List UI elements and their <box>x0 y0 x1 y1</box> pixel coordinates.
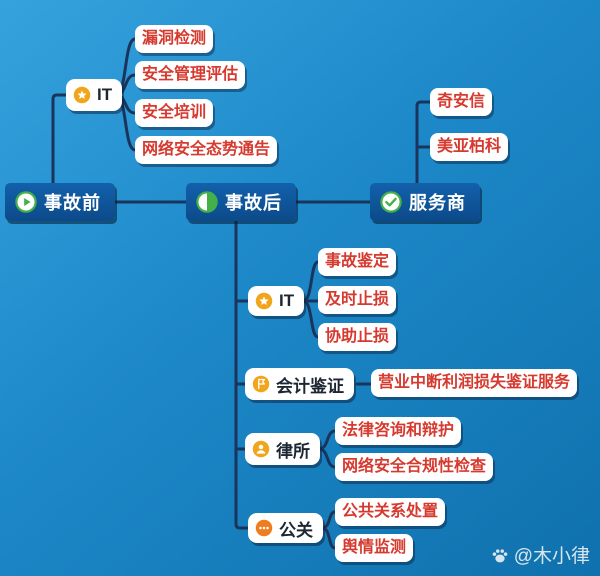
person-icon <box>252 440 270 458</box>
node-accounting-attestation: 会计鉴证 <box>245 368 354 400</box>
leaf-network-security-situation-report: 网络安全态势通告 <box>135 136 278 164</box>
leaf-security-management-assessment: 安全管理评估 <box>135 61 246 89</box>
leaf-legal-consulting-defense: 法律咨询和辩护 <box>335 417 462 445</box>
node-label: 事故后 <box>225 193 282 213</box>
node-after-incident: 事故后 <box>186 183 296 221</box>
node-label: IT <box>97 85 113 104</box>
flag-icon <box>252 375 270 393</box>
leaf-network-security-compliance-check: 网络安全合规性检查 <box>335 453 494 481</box>
leaf-qianxin: 奇安信 <box>430 88 493 116</box>
leaf-incident-appraisal: 事故鉴定 <box>318 248 397 276</box>
leaf-security-training: 安全培训 <box>135 99 214 127</box>
node-label: 事故前 <box>44 193 101 213</box>
node-before-incident: 事故前 <box>5 183 115 221</box>
check-icon <box>380 191 402 213</box>
leaf-public-relations-handling: 公共关系处置 <box>335 498 446 526</box>
play-icon <box>15 191 37 213</box>
leaf-public-opinion-monitoring: 舆情监测 <box>335 534 414 562</box>
star-icon <box>255 292 273 310</box>
leaf-assist-loss-stop: 协助止损 <box>318 323 397 351</box>
star-icon <box>73 86 91 104</box>
node-it-pre: IT <box>66 79 123 111</box>
leaf-vulnerability-detection: 漏洞检测 <box>135 25 214 53</box>
watermark-text: @木小律 <box>513 546 590 567</box>
leaf-timely-loss-stop: 及时止损 <box>318 286 397 314</box>
leaf-business-interruption-loss-attestation: 营业中断利润损失鉴证服务 <box>371 369 578 397</box>
paw-icon <box>490 545 510 565</box>
node-public-relations: 公关 <box>248 513 323 543</box>
node-label: 公关 <box>279 520 313 540</box>
half-circle-icon <box>196 191 218 213</box>
node-label: 律所 <box>276 441 310 461</box>
node-law-firm: 律所 <box>245 433 320 465</box>
node-service-provider: 服务商 <box>370 183 480 221</box>
node-it-post: IT <box>248 286 305 316</box>
watermark: @木小律 <box>490 541 590 568</box>
node-label: IT <box>279 291 295 310</box>
leaf-meiyapico: 美亚柏科 <box>430 133 509 161</box>
node-label: 服务商 <box>409 193 466 213</box>
node-label: 会计鉴证 <box>276 376 344 396</box>
dots-icon <box>255 519 273 537</box>
